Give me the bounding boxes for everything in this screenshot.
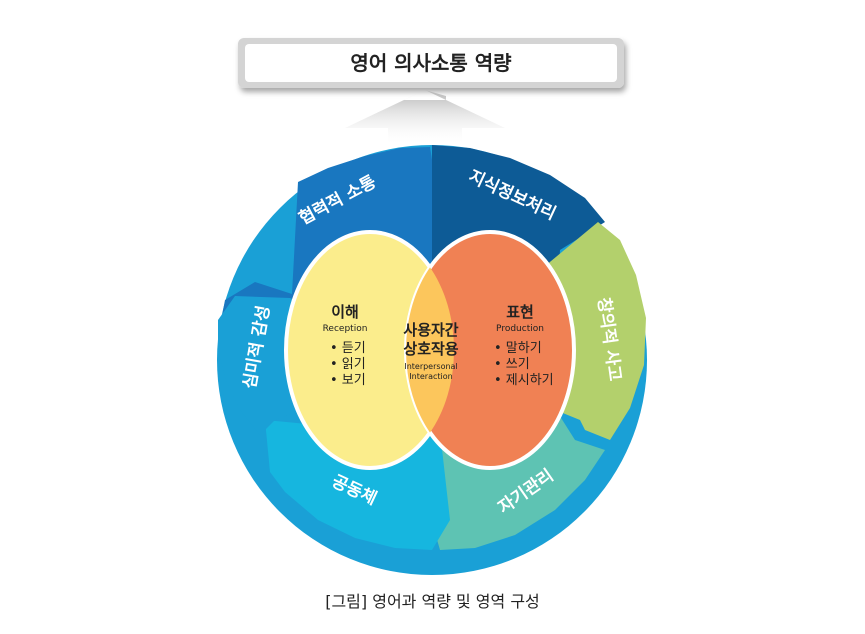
figure-caption: [그림] 영어과 역량 및 영역 구성	[325, 592, 540, 611]
reception-subtitle: Reception	[323, 324, 368, 334]
reception-item: • 보기	[330, 373, 366, 388]
interaction-title-2: 상호작용	[403, 340, 458, 358]
interaction-subtitle-1: Interpersonal	[404, 362, 457, 371]
interaction-title-1: 사용자간	[403, 321, 458, 339]
reception-title: 이해	[331, 303, 359, 321]
production-item: • 쓰기	[494, 357, 530, 372]
inner-circles	[284, 230, 576, 470]
title-banner: 영어 의사소통 역량	[238, 38, 624, 88]
up-arrow-icon	[345, 90, 505, 146]
reception-item: • 읽기	[330, 357, 366, 372]
production-item: • 제시하기	[494, 373, 554, 388]
production-item: • 말하기	[494, 341, 542, 356]
reception-item: • 듣기	[330, 341, 366, 356]
title-text: 영어 의사소통 역량	[350, 51, 512, 75]
production-subtitle: Production	[496, 324, 544, 334]
production-title: 표현	[506, 303, 534, 321]
interaction-subtitle-2: Interaction	[409, 372, 452, 381]
